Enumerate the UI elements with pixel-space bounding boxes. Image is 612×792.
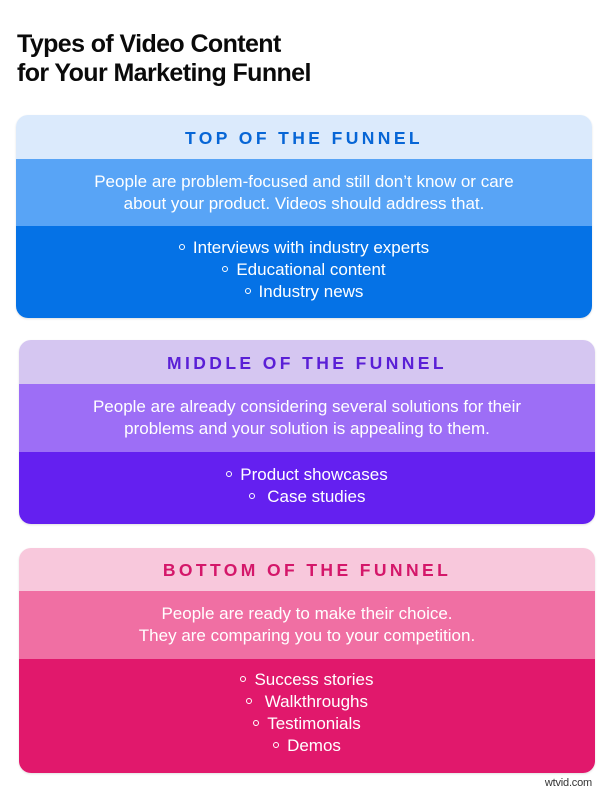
bullet-icon (253, 719, 260, 726)
middle-of-funnel-card: MIDDLE OF THE FUNNEL People are already … (19, 340, 595, 524)
list-item: Educational content (222, 259, 386, 281)
bullet-icon (248, 492, 255, 499)
list-item: Walkthroughs (245, 691, 368, 713)
description-line: They are comparing you to your competiti… (138, 626, 476, 645)
list-item: Interviews with industry experts (178, 237, 429, 259)
page-title-line-1: Types of Video Content (17, 30, 281, 58)
list-item: Case studies (248, 486, 366, 508)
section-description: People are ready to make their choice. T… (19, 591, 595, 659)
section-description: People are already considering several s… (19, 384, 595, 452)
page-title: Types of Video Content for Your Marketin… (17, 30, 311, 88)
list-item: Industry news (244, 281, 363, 303)
section-heading: BOTTOM OF THE FUNNEL (19, 548, 595, 591)
description-line: People are already considering several s… (92, 397, 522, 416)
content-list: Interviews with industry experts Educati… (16, 226, 592, 318)
content-list: Product showcases Case studies (19, 452, 595, 524)
top-of-funnel-card: TOP OF THE FUNNEL People are problem-foc… (16, 115, 592, 318)
content-list: Success stories Walkthroughs Testimonial… (19, 659, 595, 773)
list-item: Testimonials (253, 713, 361, 735)
bullet-icon (273, 741, 280, 748)
section-description: People are problem-focused and still don… (16, 159, 592, 226)
list-item: Demos (273, 735, 341, 757)
bullet-icon (245, 697, 252, 704)
section-heading: MIDDLE OF THE FUNNEL (19, 340, 595, 384)
bullet-icon (240, 675, 247, 682)
page-title-line-2: for Your Marketing Funnel (17, 59, 311, 87)
description-line: People are problem-focused and still don… (94, 171, 514, 191)
section-heading: TOP OF THE FUNNEL (16, 115, 592, 159)
bullet-icon (244, 287, 251, 294)
bullet-icon (222, 265, 229, 272)
description-line: People are ready to make their choice. (161, 604, 453, 623)
list-item: Success stories (240, 669, 374, 691)
bullet-icon (226, 470, 233, 477)
description-line: about your product. Videos should addres… (123, 193, 485, 213)
description-line: problems and your solution is appealing … (124, 419, 490, 438)
watermark: wtvid.com (544, 777, 592, 789)
list-item: Product showcases (226, 464, 388, 486)
bottom-of-funnel-card: BOTTOM OF THE FUNNEL People are ready to… (19, 548, 595, 773)
bullet-icon (178, 243, 185, 250)
